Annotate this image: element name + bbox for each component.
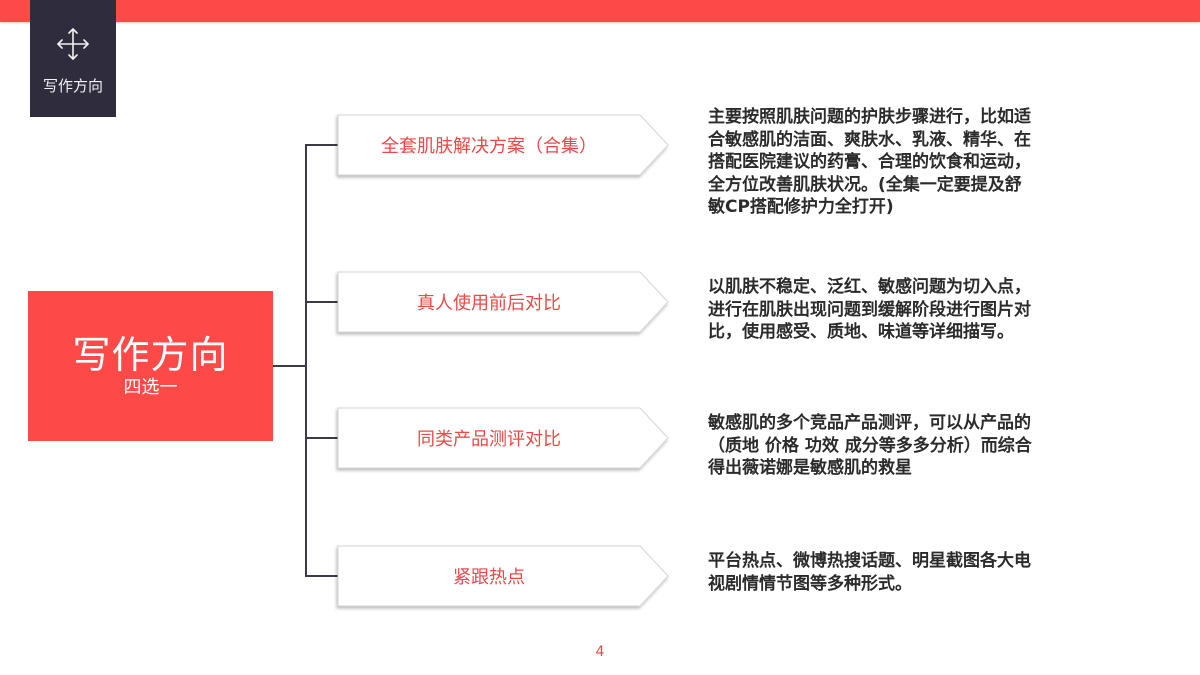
branch-description: 主要按照肌肤问题的护肤步骤进行，比如适合敏感肌的洁面、爽肤水、乳液、精华、在搭配… — [708, 107, 1031, 217]
branch-full-skin-solution: 全套肌肤解决方案（合集） — [337, 114, 669, 176]
move-arrows-icon — [57, 28, 89, 60]
section-badge: 写作方向 — [30, 0, 116, 117]
main-subtitle: 四选一 — [123, 377, 178, 398]
arrow-box-shape — [337, 407, 669, 469]
branch-product-comparison: 同类产品测评对比 — [337, 407, 669, 469]
branch-description: 敏感肌的多个竞品产品测评，可以从产品的（质地 价格 功效 成分等多多分析）而综合… — [708, 413, 1032, 478]
branch-label: 同类产品测评对比 — [417, 429, 561, 450]
branch-label: 紧跟热点 — [453, 567, 525, 588]
branch-before-after: 真人使用前后对比 — [337, 271, 669, 333]
connector-trunk — [305, 144, 307, 577]
arrow-box-shape — [337, 114, 669, 176]
connector-branch-3 — [305, 437, 339, 439]
arrow-box-shape — [337, 545, 669, 607]
branch-trending-topics: 紧跟热点 — [337, 545, 669, 607]
branch-description: 以肌肤不稳定、泛红、敏感问题为切入点，进行在肌肤出现问题到缓解阶段进行图片对比，… — [708, 277, 1031, 342]
branch-description: 平台热点、微博热搜话题、明星截图各大电视剧情情节图等多种形式。 — [708, 551, 1031, 594]
main-topic-box: 写作方向 四选一 — [28, 291, 273, 441]
connector-stem — [273, 365, 307, 367]
branch-label: 真人使用前后对比 — [417, 293, 561, 314]
arrow-box-shape — [337, 271, 669, 333]
top-accent-bar — [0, 0, 1200, 22]
page-number: 4 — [595, 644, 605, 660]
connector-branch-2 — [305, 301, 339, 303]
main-title: 写作方向 — [72, 333, 229, 377]
connector-branch-1 — [305, 144, 339, 146]
connector-branch-4 — [305, 575, 339, 577]
branch-label: 全套肌肤解决方案（合集） — [381, 136, 597, 157]
badge-label: 写作方向 — [42, 77, 103, 95]
